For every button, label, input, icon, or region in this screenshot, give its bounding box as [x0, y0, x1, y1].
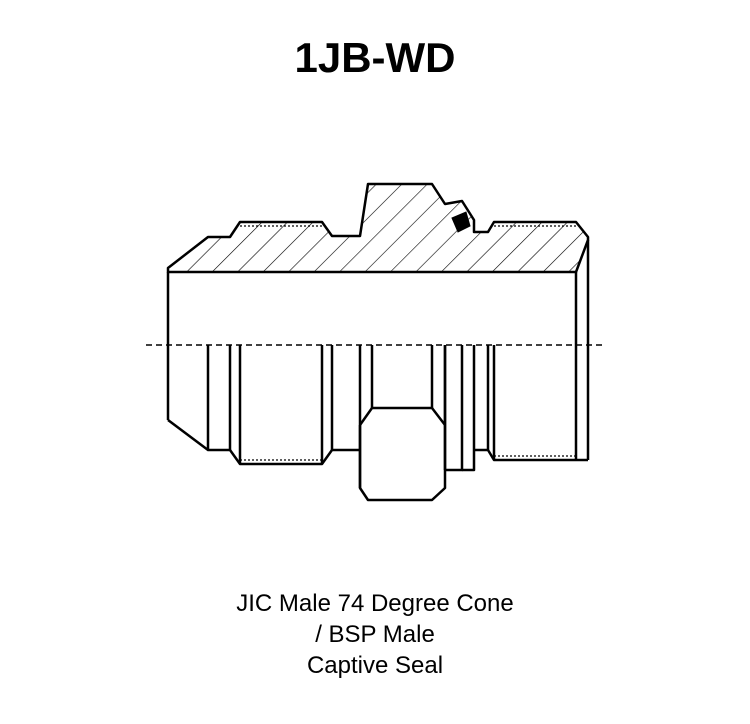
fitting-body-outline — [166, 240, 590, 502]
fitting-description: JIC Male 74 Degree Cone / BSP Male Capti… — [0, 588, 750, 681]
description-line-2: / BSP Male — [315, 621, 435, 648]
hatched-section — [166, 182, 590, 274]
description-line-1: JIC Male 74 Degree Cone — [236, 590, 514, 617]
description-line-3: Captive Seal — [306, 652, 444, 679]
captive-seal — [451, 211, 471, 233]
part-number-title: 1JB-WD — [294, 34, 456, 81]
